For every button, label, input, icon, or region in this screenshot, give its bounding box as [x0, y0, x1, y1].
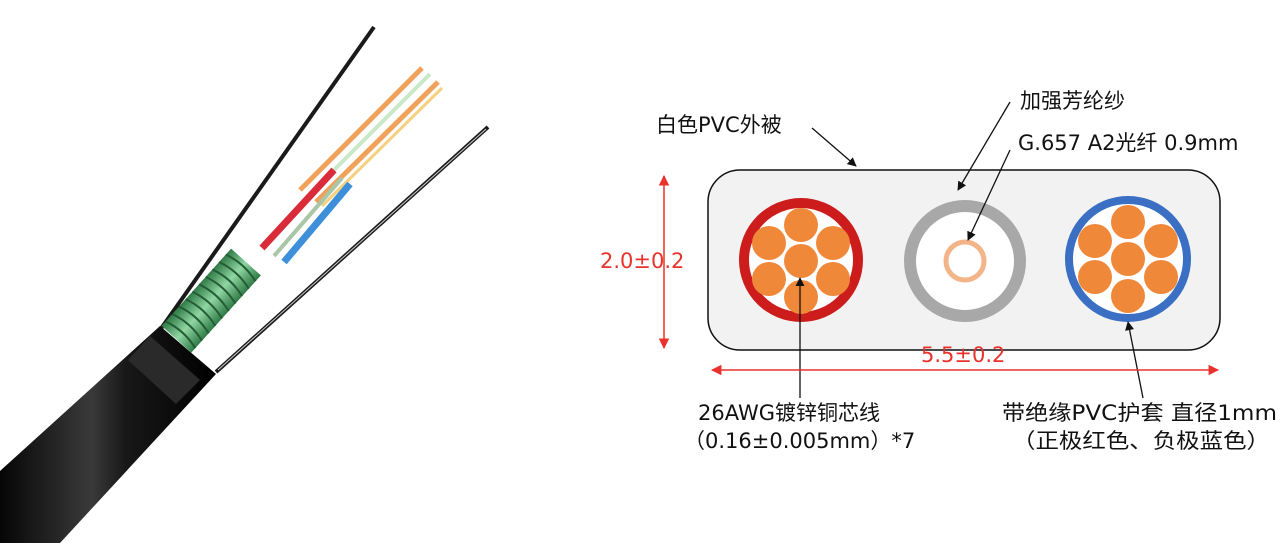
- optical-fiber: [904, 200, 1026, 322]
- cable-photo: [0, 25, 490, 543]
- aramid-leader: [957, 101, 1011, 191]
- corrugated-armor: [161, 248, 261, 353]
- height-dimension-label: 2.0±0.2: [600, 249, 684, 273]
- copper-spec-label: （0.16±0.005mm）*7: [684, 429, 915, 453]
- copper-conductor-label: 26AWG镀锌铜芯线: [698, 401, 880, 425]
- black-outer-jacket: [0, 326, 216, 543]
- width-dimension-label: 5.5±0.2: [921, 343, 1005, 367]
- blue-conductor: [281, 181, 353, 265]
- insulation-leader: [1125, 321, 1144, 399]
- polarity-label: （正极红色、负极蓝色）: [1012, 429, 1270, 453]
- positive-conductor: [739, 198, 863, 322]
- fiber-leader: [967, 149, 1011, 241]
- outer-jacket-leader: [811, 127, 857, 167]
- aramid-yarn-label: 加强芳纶纱: [1020, 89, 1125, 113]
- outer-jacket-label: 白色PVC外被: [656, 113, 782, 137]
- negative-conductor: [1065, 196, 1191, 322]
- red-conductor: [259, 167, 337, 251]
- fiber-spec-label: G.657 A2光纤 0.9mm: [1018, 131, 1238, 155]
- cross-section: 白色PVC外被 加强芳纶纱 G.657 A2光纤 0.9mm 2.0±0.2 5…: [600, 89, 1277, 453]
- left-strength-wire: [158, 25, 376, 332]
- insulated-jacket-label: 带绝缘PVC护套 直径1mm: [1002, 401, 1277, 425]
